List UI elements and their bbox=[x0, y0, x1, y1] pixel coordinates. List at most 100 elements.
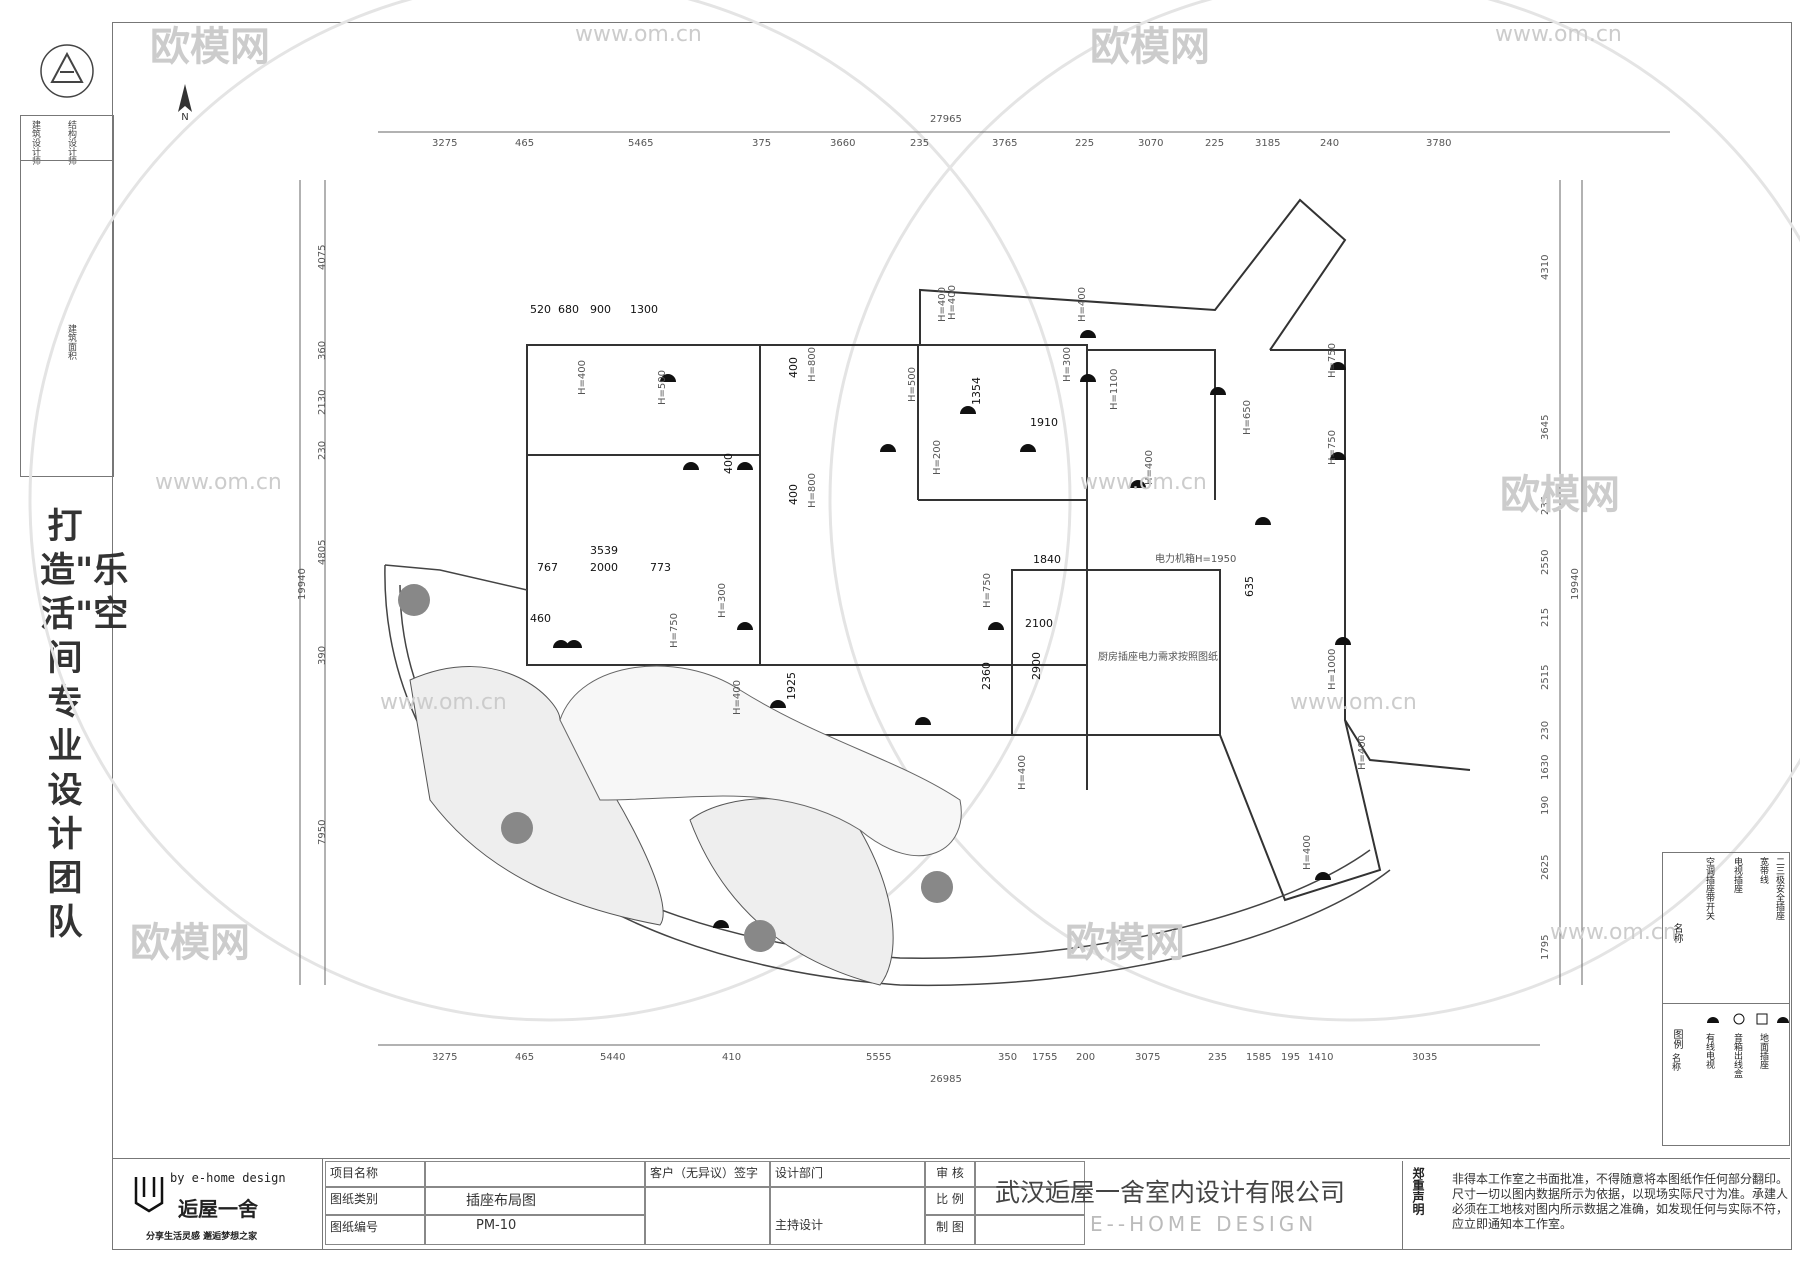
interior-dim: 1925 bbox=[785, 672, 798, 700]
socket-symbols bbox=[553, 330, 1351, 928]
left-dim: 2130 bbox=[317, 390, 328, 415]
interior-dim: 400 bbox=[722, 453, 735, 474]
height-note: H=750 bbox=[669, 613, 680, 648]
bottom-dim: 350 bbox=[998, 1052, 1017, 1063]
height-note: H=400 bbox=[1302, 835, 1313, 870]
height-note: H=800 bbox=[807, 347, 818, 382]
bottom-dim: 5555 bbox=[866, 1052, 891, 1063]
height-note: H=400 bbox=[1144, 450, 1155, 485]
bottom-dim: 1410 bbox=[1308, 1052, 1333, 1063]
brand-slogan: 分享生活灵感 邂逅梦想之家 bbox=[146, 1232, 258, 1242]
interior-dim: 767 bbox=[537, 561, 558, 574]
number-value: PM-10 bbox=[425, 1215, 645, 1245]
interior-dim: 2900 bbox=[1030, 652, 1043, 680]
bottom-dim: 1585 bbox=[1246, 1052, 1271, 1063]
right-dim: 190 bbox=[1540, 796, 1551, 815]
overall-right-dim: 19940 bbox=[1570, 568, 1581, 600]
height-note: H=200 bbox=[932, 440, 943, 475]
height-note: H=1000 bbox=[1327, 649, 1338, 690]
overall-bottom-dim: 26985 bbox=[930, 1074, 962, 1085]
interior-dim: 2000 bbox=[590, 561, 618, 574]
area-label: 建筑面积 bbox=[66, 324, 76, 360]
top-dimension-labels: 27965 3275 465 5465 375 3660 235 3765 22… bbox=[432, 114, 1451, 149]
dimension-lines bbox=[299, 131, 1670, 1046]
tree-symbols bbox=[398, 584, 953, 952]
legend-sub-header: 名称 bbox=[1670, 1053, 1680, 1071]
lead-designer-label: 主持设计 bbox=[770, 1187, 925, 1245]
interior-dimensions: 520 680 900 1300 3539 767 2000 773 460 4… bbox=[530, 303, 1256, 700]
watermark-brand: 欧模网 bbox=[1500, 472, 1620, 518]
deck-areas bbox=[409, 665, 962, 986]
right-dimension-labels: 19940 4310 3645 235 2550 215 2515 230 16… bbox=[1540, 255, 1581, 960]
left-dimension-labels: 19940 4075 360 2130 230 4805 390 7950 bbox=[297, 245, 328, 845]
top-dim: 225 bbox=[1205, 138, 1224, 149]
top-dim: 3275 bbox=[432, 138, 457, 149]
height-note: H=300 bbox=[1062, 347, 1073, 382]
right-dim: 4310 bbox=[1540, 255, 1551, 280]
interior-dim: 1840 bbox=[1033, 553, 1061, 566]
left-dim: 390 bbox=[317, 646, 328, 665]
watermark-site: www.om.cn bbox=[1290, 690, 1417, 715]
bottom-dim: 3075 bbox=[1135, 1052, 1160, 1063]
legend-item: 空调插座带开关 bbox=[1704, 857, 1714, 920]
height-note: H=400 bbox=[1017, 755, 1028, 790]
watermark-brand: 欧模网 bbox=[1065, 920, 1185, 966]
height-note: H=750 bbox=[1327, 343, 1338, 378]
height-note: H=750 bbox=[1327, 430, 1338, 465]
review-label: 审 核 bbox=[925, 1161, 975, 1187]
title-block: by e-home design 逅屋一舍 分享生活灵感 邂逅梦想之家 项目名称… bbox=[112, 1158, 1790, 1249]
number-label: 图纸编号 bbox=[325, 1215, 425, 1245]
legend-symbols bbox=[1707, 1013, 1789, 1025]
height-note: H=400 bbox=[732, 680, 743, 715]
company-name-en: E--HOME DESIGN bbox=[1090, 1212, 1318, 1236]
left-dim: 360 bbox=[317, 341, 328, 360]
overall-top-dim: 27965 bbox=[930, 114, 962, 125]
dept-label: 设计部门 bbox=[770, 1161, 925, 1187]
left-dim: 230 bbox=[317, 441, 328, 460]
height-note: H=300 bbox=[717, 583, 728, 618]
height-note: H=400 bbox=[577, 360, 588, 395]
right-dim: 2625 bbox=[1540, 855, 1551, 880]
bottom-dim: 235 bbox=[1208, 1052, 1227, 1063]
watermark-site: www.om.cn bbox=[155, 470, 282, 495]
watermark-brand: 欧模网 bbox=[1090, 24, 1210, 70]
statement-label: 郑重声明 bbox=[1411, 1167, 1425, 1215]
type-value: 插座布局图 bbox=[425, 1187, 645, 1215]
interior-dim: 1354 bbox=[970, 377, 983, 405]
socket-height-annotations: H=400 H=400 H=400 H=500 H=800 H=800 H=50… bbox=[577, 285, 1368, 870]
left-dim: 4805 bbox=[317, 540, 328, 565]
walls bbox=[526, 198, 1471, 902]
watermark-brand: 欧模网 bbox=[150, 24, 270, 70]
right-dim: 1630 bbox=[1540, 755, 1551, 780]
designer-strip: 建筑设计师 结构设计师 建筑面积 bbox=[20, 115, 114, 477]
bottom-dim: 410 bbox=[722, 1052, 741, 1063]
type-label: 图纸类别 bbox=[325, 1187, 425, 1215]
watermark-brand: 欧模网 bbox=[130, 920, 250, 966]
top-dim: 3070 bbox=[1138, 138, 1163, 149]
top-dim: 3660 bbox=[830, 138, 855, 149]
watermark-site: www.om.cn bbox=[380, 690, 507, 715]
architect-label: 建筑设计师 bbox=[30, 120, 40, 165]
interior-dim: 635 bbox=[1243, 576, 1256, 597]
top-dim: 465 bbox=[515, 138, 534, 149]
north-arrow-icon: N bbox=[178, 84, 192, 122]
legend-item: 宽带线 bbox=[1758, 857, 1768, 884]
draw-label: 制 图 bbox=[925, 1215, 975, 1245]
brand-cn: 逅屋一舍 bbox=[178, 1197, 258, 1221]
bottom-dim: 1755 bbox=[1032, 1052, 1057, 1063]
top-dim: 3780 bbox=[1426, 138, 1451, 149]
watermark-site: www.om.cn bbox=[1550, 920, 1677, 945]
overall-left-dim: 19940 bbox=[297, 568, 308, 600]
interior-dim: 1910 bbox=[1030, 416, 1058, 429]
height-note: H=1100 bbox=[1109, 369, 1120, 410]
height-note: H=500 bbox=[907, 367, 918, 402]
interior-dim: 900 bbox=[590, 303, 611, 316]
project-label: 项目名称 bbox=[325, 1161, 425, 1187]
top-dim: 375 bbox=[752, 138, 771, 149]
legal-statement: 非得本工作室之书面批准，不得随意将本图纸作任何部分翻印。尺寸一切以图内数据所示为… bbox=[1452, 1172, 1789, 1231]
right-dim: 235 bbox=[1540, 496, 1551, 515]
watermark-site: www.om.cn bbox=[1080, 470, 1207, 495]
height-note: H=400 bbox=[937, 287, 948, 322]
top-dim: 5465 bbox=[628, 138, 653, 149]
right-dim: 215 bbox=[1540, 608, 1551, 627]
